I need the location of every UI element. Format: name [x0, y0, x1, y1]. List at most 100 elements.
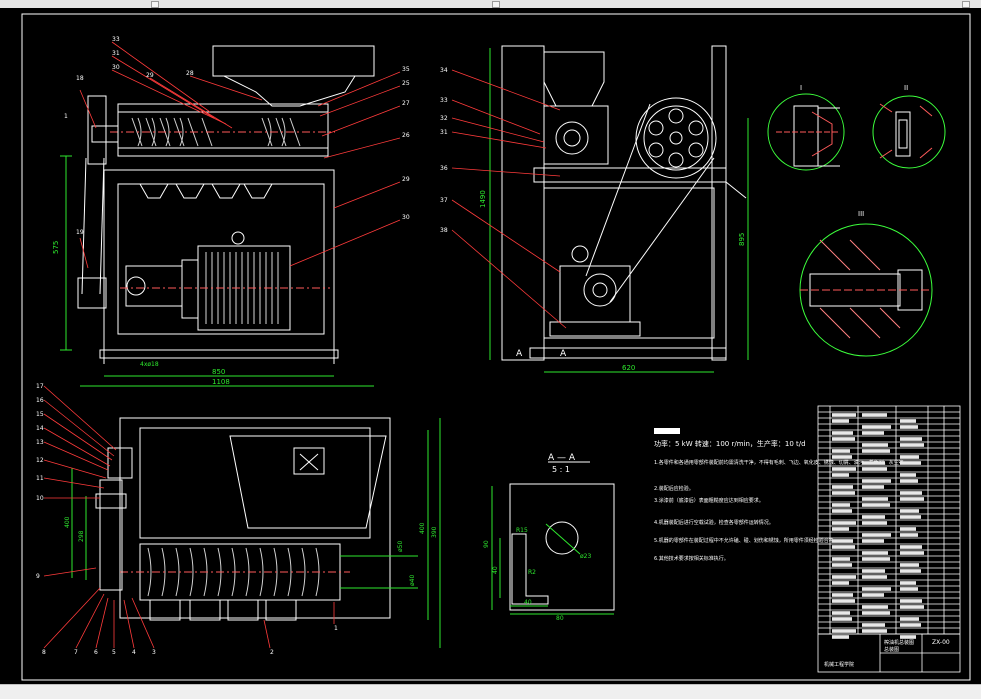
front-balloon-labels: 33 31 30 29 28 35 25 27 26 29 30 18 19 1: [64, 36, 410, 236]
parts-cell-text: [832, 449, 850, 453]
svg-text:11: 11: [36, 475, 44, 482]
parts-cell-text: [832, 599, 855, 603]
svg-text:18: 18: [76, 75, 84, 82]
parts-cell-text: [900, 425, 918, 429]
drawing-svg: 850 1108 575 4xø18 33 31 30 29 28 35 25 …: [21, 13, 971, 681]
parts-cell-text: [862, 533, 891, 537]
parts-cell-text: [900, 515, 921, 519]
parts-cell-text: [832, 593, 853, 597]
parts-cell-text: [832, 635, 849, 639]
notes-item-1: 1.各零件和各通用零部件装配前均需清洗干净，不得有毛刺、飞边、氧化皮、锈蚀、切屑…: [654, 459, 909, 466]
svg-text:7: 7: [74, 649, 78, 656]
title-mark-right: [962, 1, 970, 8]
top-housing: [119, 417, 391, 619]
title-mark-center: [492, 1, 500, 8]
parts-cell-text: [832, 431, 853, 435]
parts-cell-text: [832, 527, 849, 531]
parts-cell-text: [832, 617, 852, 621]
side-view: [489, 45, 749, 373]
parts-cell-text: [900, 569, 921, 573]
svg-text:37: 37: [440, 197, 448, 204]
svg-text:31: 31: [112, 50, 120, 57]
notes-line1: 功率：5 kW 转速：100 r/min，生产率：10 t/d: [654, 439, 806, 448]
title-school: 机械工程学院: [824, 661, 854, 668]
front-hopper: [212, 45, 375, 107]
parts-cell-text: [862, 443, 888, 447]
side-dim-1490: 1490: [479, 190, 487, 208]
svg-text:13: 13: [36, 439, 44, 446]
parts-cell-text: [862, 425, 891, 429]
svg-text:16: 16: [36, 397, 44, 404]
parts-cell-text: [900, 563, 919, 567]
front-coupling: [125, 265, 183, 307]
svg-text:2: 2: [270, 649, 274, 656]
angle-dim-80: 80: [556, 615, 564, 622]
parts-cell-text: [862, 485, 884, 489]
parts-cell-text: [862, 587, 891, 591]
front-dim-1108: 1108: [212, 378, 230, 386]
parts-cell-text: [862, 569, 885, 573]
parts-cell-text: [900, 617, 919, 621]
svg-text:35: 35: [402, 66, 410, 73]
top-dim-400: 400: [419, 522, 426, 534]
side-dim-895: 895: [738, 233, 746, 246]
section-title: A — A: [548, 453, 576, 463]
parts-cell-text: [832, 455, 852, 459]
top-view: [71, 417, 441, 648]
angle-dim-d: ø23: [580, 553, 591, 560]
svg-text:33: 33: [112, 36, 120, 43]
parts-cell-text: [900, 473, 916, 477]
notes-item-6: 6.其他技术要求按相关标准执行。: [654, 555, 729, 562]
section-marker-right: A: [560, 349, 567, 359]
svg-text:5: 5: [112, 649, 116, 656]
section-scale: 5 : 1: [552, 465, 570, 474]
parts-cell-text: [862, 611, 890, 615]
front-pulley: [87, 95, 107, 165]
side-dim-620: 620: [622, 364, 635, 372]
angle-dim-90: 90: [483, 540, 490, 548]
side-belt: [585, 103, 651, 277]
parts-cell-text: [832, 509, 852, 513]
svg-text:17: 17: [36, 383, 44, 390]
parts-cell-text: [832, 521, 856, 525]
title-machine-name: 榨油机总装图: [884, 639, 914, 646]
side-screw-shaft: [555, 121, 589, 155]
status-bar: [0, 684, 981, 699]
parts-cell-text: [832, 581, 849, 585]
detail-label-iii: III: [858, 210, 864, 218]
parts-cell-text: [862, 557, 890, 561]
parts-cell-text: [900, 533, 918, 537]
parts-cell-text: [862, 575, 887, 579]
detail-ii: [872, 95, 946, 169]
cad-drawing-canvas[interactable]: 850 1108 575 4xø18 33 31 30 29 28 35 25 …: [0, 8, 981, 684]
svg-text:10: 10: [36, 495, 44, 502]
parts-cell-text: [900, 623, 921, 627]
parts-cell-text: [862, 605, 888, 609]
side-top-plate: [533, 167, 727, 183]
parts-cell-text: [900, 527, 916, 531]
parts-cell-text: [900, 545, 922, 549]
parts-cell-text: [832, 419, 849, 423]
front-belt: [81, 157, 87, 295]
svg-text:4: 4: [132, 649, 136, 656]
parts-cell-text: [832, 575, 856, 579]
angle-dim-40: 40: [524, 599, 532, 606]
parts-cell-text: [862, 431, 884, 435]
side-motor-pulley: [583, 273, 617, 307]
svg-text:6: 6: [94, 649, 98, 656]
top-dim-390: 390: [431, 526, 438, 538]
side-hopper: [543, 51, 605, 107]
parts-cell-text: [900, 635, 916, 639]
svg-text:33: 33: [440, 97, 448, 104]
technical-notes: 功率：5 kW 转速：100 r/min，生产率：10 t/d 1.各零件和各通…: [654, 428, 909, 562]
parts-list-cells: [832, 413, 924, 639]
top-dim-right-b: ø40: [409, 575, 416, 586]
parts-cell-text: [862, 623, 885, 627]
parts-cell-text: [900, 479, 918, 483]
front-dim-575: 575: [52, 241, 60, 254]
front-dim-850: 850: [212, 368, 225, 376]
parts-cell-text: [862, 551, 888, 555]
top-dim-left-a: 400: [64, 516, 71, 528]
parts-cell-text: [832, 629, 856, 633]
section-a-a-part: [491, 483, 615, 615]
